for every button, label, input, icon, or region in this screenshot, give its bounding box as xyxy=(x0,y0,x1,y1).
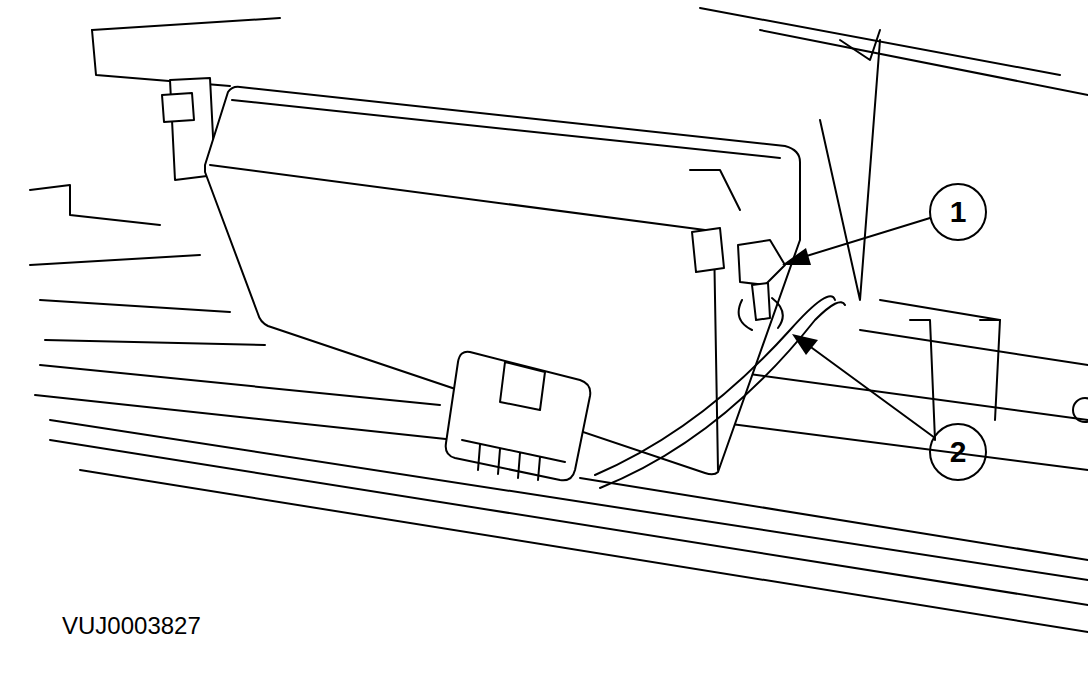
wire-harness xyxy=(595,296,835,475)
panel-line xyxy=(880,300,1000,320)
rail-line xyxy=(860,330,1088,365)
panel-line xyxy=(40,300,230,312)
panel-line xyxy=(30,255,200,265)
hole xyxy=(1073,398,1088,422)
panel-line xyxy=(820,40,880,300)
bolt-shank xyxy=(752,283,770,320)
washer xyxy=(739,298,783,330)
rail-line xyxy=(35,395,455,440)
rail-line xyxy=(580,478,1088,560)
panel-line xyxy=(92,18,280,30)
rail-line xyxy=(80,470,1088,632)
figure-code: VUJ0003827 xyxy=(62,614,201,638)
rail-line xyxy=(720,370,1088,420)
housing-clip xyxy=(692,228,724,272)
leader-line xyxy=(800,218,930,258)
callout-circle xyxy=(930,184,986,240)
callout-number: 2 xyxy=(950,437,967,467)
bracket-line xyxy=(980,320,1000,420)
bolt xyxy=(738,240,785,285)
housing-edge xyxy=(690,170,740,210)
arrowhead xyxy=(792,334,818,355)
callout-number: 1 xyxy=(950,197,967,227)
leader-line xyxy=(808,345,935,438)
panel-line xyxy=(840,30,880,60)
connector-latch xyxy=(500,362,545,410)
panel-line xyxy=(760,30,1088,95)
callout-circle xyxy=(930,424,986,480)
connector xyxy=(446,352,591,481)
bolt xyxy=(162,93,194,122)
connector-pins xyxy=(462,440,565,480)
rail-line xyxy=(40,365,440,405)
wire-harness xyxy=(600,302,845,488)
rail-line xyxy=(700,420,1088,470)
panel-line xyxy=(30,185,160,225)
housing-edge xyxy=(232,100,780,158)
arrowhead xyxy=(782,248,811,265)
rail-line xyxy=(45,340,265,345)
